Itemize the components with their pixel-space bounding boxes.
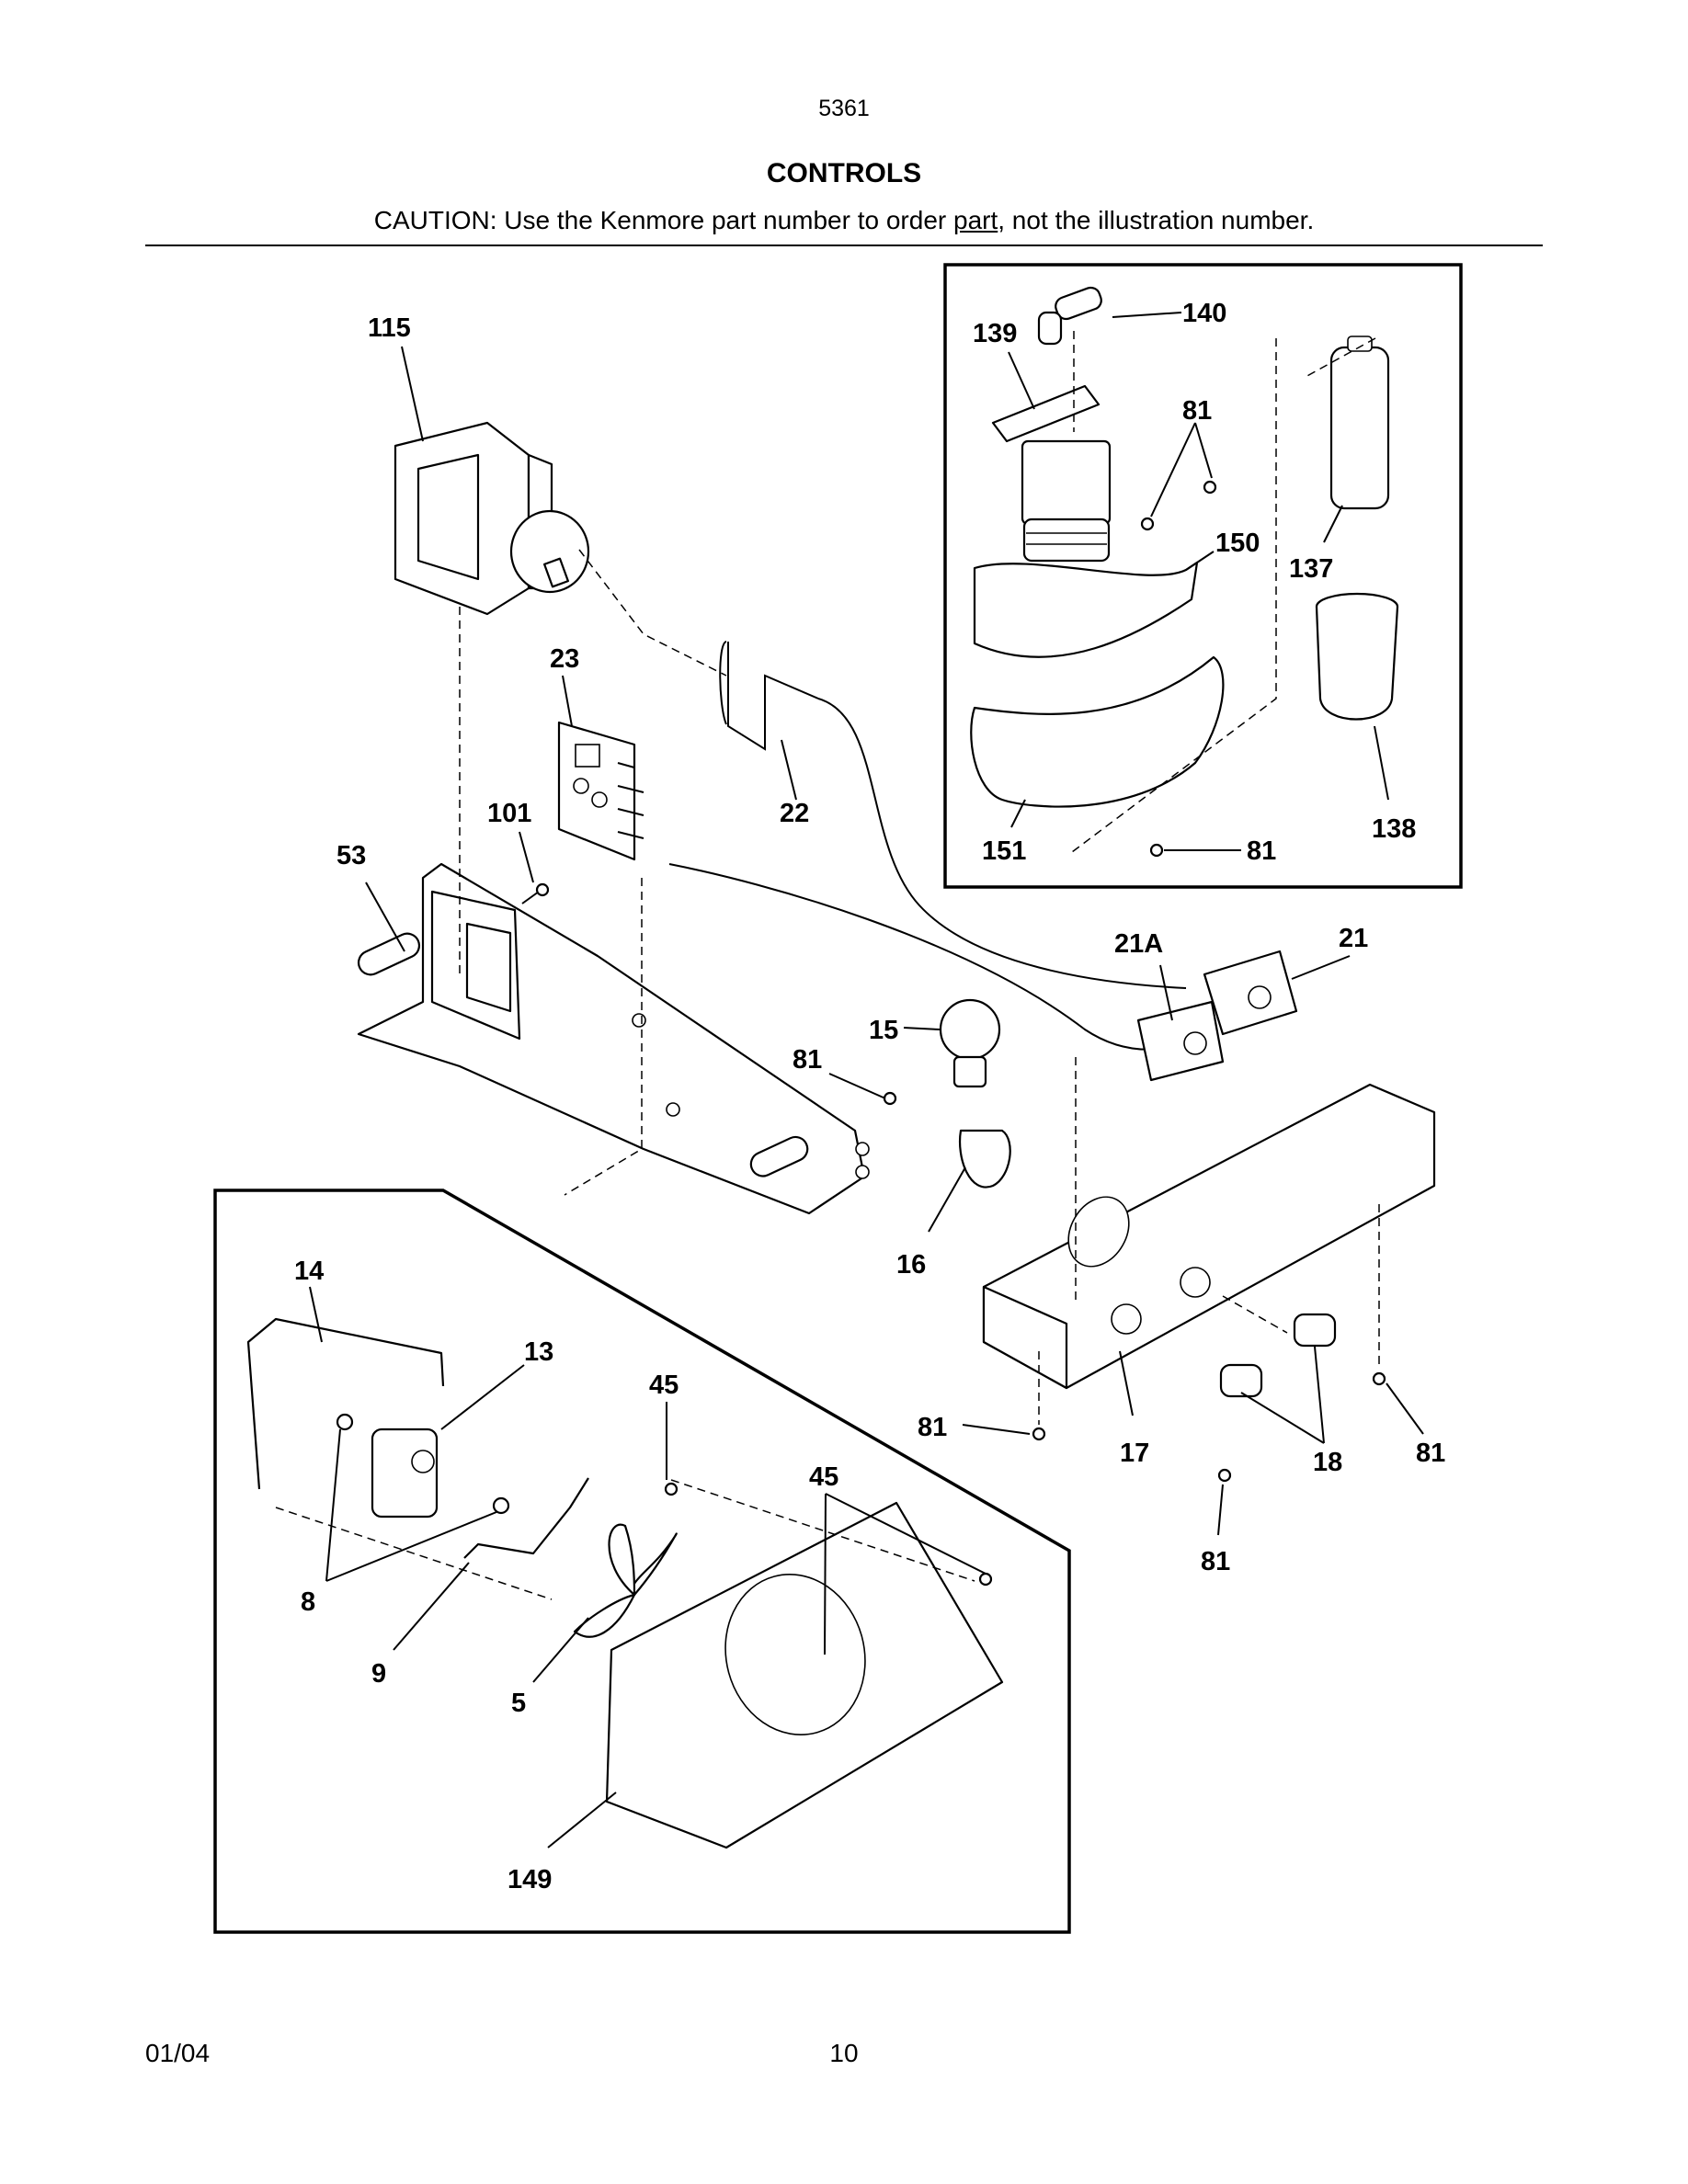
callout-149: 149 bbox=[508, 1865, 552, 1894]
part-150-filter-bracket-upper bbox=[973, 561, 1199, 658]
callout-18: 18 bbox=[1313, 1448, 1342, 1477]
footer-date: 01/04 bbox=[145, 2039, 211, 2067]
caution-note: CAUTION: Use the Kenmore part number to … bbox=[0, 206, 1688, 235]
callout-14: 14 bbox=[294, 1257, 324, 1286]
part-22-sensor-wire bbox=[668, 641, 1187, 1051]
callout-5: 5 bbox=[511, 1689, 526, 1718]
part-13-fan-motor bbox=[371, 1428, 439, 1519]
part-17-switch-housing bbox=[982, 1083, 1436, 1390]
header-rule bbox=[145, 245, 1543, 246]
callout-137: 137 bbox=[1289, 554, 1333, 584]
callout-17: 17 bbox=[1120, 1439, 1149, 1468]
callout-22: 22 bbox=[780, 799, 809, 828]
part-139-filter-head bbox=[991, 384, 1112, 563]
part-149-fan-shroud bbox=[605, 1501, 1004, 1849]
callout-81-bracket: 81 bbox=[793, 1045, 822, 1075]
part-81-screws-filter bbox=[1140, 480, 1217, 858]
callout-101: 101 bbox=[487, 799, 531, 828]
leader-lines bbox=[309, 312, 1424, 1848]
part-16-lamp-socket bbox=[959, 1129, 1011, 1189]
alignment-lines bbox=[275, 331, 1380, 1600]
part-8-grommets bbox=[336, 1413, 510, 1515]
callout-138: 138 bbox=[1372, 814, 1416, 844]
part-137-filter-cartridge bbox=[1329, 336, 1390, 510]
part-23-control-board bbox=[557, 721, 644, 861]
callout-151: 151 bbox=[982, 836, 1026, 866]
callout-150: 150 bbox=[1215, 529, 1260, 558]
callout-9: 9 bbox=[371, 1659, 386, 1689]
callout-23: 23 bbox=[550, 644, 579, 674]
callout-15: 15 bbox=[869, 1016, 898, 1045]
fan-assembly-inset-frame bbox=[213, 1189, 1071, 1934]
callout-81-housing-bottom: 81 bbox=[1201, 1547, 1230, 1576]
model-number: 5361 bbox=[818, 96, 870, 121]
water-filter-inset-frame bbox=[943, 263, 1463, 889]
part-138-filter-housing bbox=[1315, 592, 1399, 721]
caution-text-underlined: part bbox=[953, 206, 998, 234]
part-115-dispenser-actuator bbox=[393, 421, 590, 616]
callout-21: 21 bbox=[1339, 924, 1368, 953]
page-number: 10 bbox=[829, 2039, 859, 2067]
callout-21A: 21A bbox=[1114, 929, 1163, 959]
callout-8: 8 bbox=[301, 1587, 315, 1617]
part-18-control-knobs bbox=[1219, 1313, 1337, 1398]
part-53-mounting-bracket bbox=[357, 862, 870, 1215]
part-101-screw bbox=[521, 882, 550, 904]
part-21-switch bbox=[1203, 950, 1298, 1036]
part-5-fan-blade bbox=[573, 1523, 678, 1638]
callout-139: 139 bbox=[973, 319, 1017, 348]
callout-53: 53 bbox=[336, 841, 366, 870]
part-140-elbow-fitting bbox=[1037, 286, 1102, 346]
section-title: CONTROLS bbox=[766, 158, 922, 188]
caution-text-end: , not the illustration number. bbox=[998, 206, 1315, 234]
part-15-light-bulb bbox=[939, 998, 1001, 1088]
callout-45-upper: 45 bbox=[649, 1371, 679, 1400]
callout-115: 115 bbox=[368, 313, 411, 343]
callout-140: 140 bbox=[1182, 299, 1226, 328]
part-81-screws-housing bbox=[883, 1091, 1386, 1483]
part-9-motor-bracket bbox=[463, 1477, 589, 1559]
callout-16: 16 bbox=[896, 1250, 926, 1280]
part-151-filter-bracket-lower bbox=[970, 655, 1225, 808]
part-14-motor-bracket bbox=[246, 1317, 445, 1490]
caution-text-start: CAUTION: Use the Kenmore part number to … bbox=[373, 206, 953, 234]
callout-81-housing-left: 81 bbox=[918, 1413, 947, 1442]
part-21A-switch bbox=[1136, 1000, 1225, 1082]
callout-81-filter-top: 81 bbox=[1182, 396, 1212, 426]
callout-81-filter-bottom: 81 bbox=[1247, 836, 1276, 866]
callout-81-housing-right: 81 bbox=[1416, 1439, 1445, 1468]
callout-45-lower: 45 bbox=[809, 1462, 838, 1492]
callout-13: 13 bbox=[524, 1337, 553, 1367]
